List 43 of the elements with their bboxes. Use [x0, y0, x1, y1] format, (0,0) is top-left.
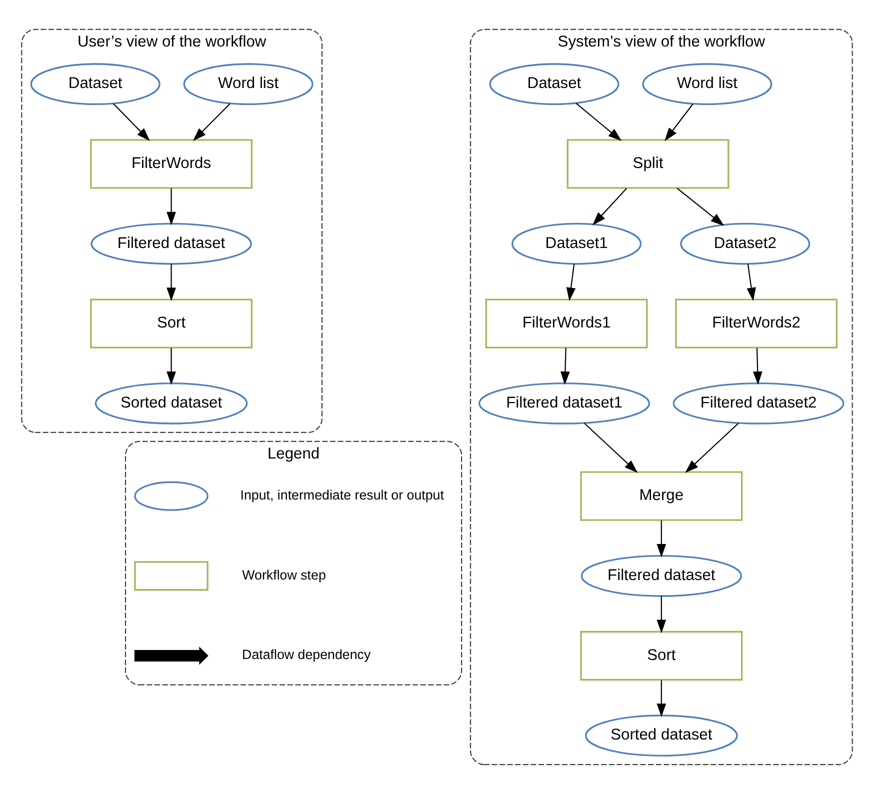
arrow [656, 680, 666, 718]
arrow [752, 348, 762, 385]
legend-label: Workflow step [242, 567, 326, 582]
arrow [166, 264, 176, 302]
node-box: Merge [580, 471, 743, 521]
node-ellipse [134, 481, 208, 511]
arrow [112, 103, 150, 142]
node-ellipse: Dataset [30, 63, 160, 106]
node-box: Split [566, 139, 730, 189]
node-ellipse: Dataset [489, 63, 620, 106]
node-ellipse: Word list [183, 63, 314, 106]
arrow [576, 102, 622, 141]
arrow [560, 348, 570, 385]
node-ellipse: Sorted dataset [94, 382, 248, 424]
arrow [685, 422, 739, 473]
legend-label: Dataflow dependency [242, 647, 371, 662]
node-ellipse: Sorted dataset [585, 714, 738, 756]
node-ellipse: Filtered dataset1 [478, 382, 650, 424]
arrow [192, 103, 230, 142]
node-box: FilterWords2 [675, 298, 838, 348]
node-ellipse: Dataset2 [680, 222, 810, 265]
node-ellipse: Word list [642, 63, 772, 106]
arrow [592, 188, 627, 226]
node-ellipse: Filtered dataset2 [672, 382, 844, 424]
arrow [664, 104, 694, 142]
arrow [584, 422, 638, 473]
node-ellipse: Filtered dataset [580, 554, 742, 597]
node-ellipse: Dataset1 [512, 222, 642, 265]
node-box: FilterWords [90, 139, 252, 189]
arrow [746, 264, 756, 302]
arrow [656, 520, 666, 558]
arrow [166, 348, 176, 385]
legend-label: Input, intermediate result or output [240, 488, 444, 503]
node-box: Sort [90, 298, 252, 348]
node-ellipse: Filtered dataset [90, 222, 252, 265]
arrow [656, 596, 666, 634]
arrow [676, 188, 724, 226]
arrow [166, 188, 176, 226]
arrow [566, 264, 576, 302]
node-arrow [134, 646, 208, 665]
node-box [134, 561, 208, 591]
node-box: Sort [580, 630, 743, 681]
node-box: FilterWords1 [485, 298, 648, 348]
